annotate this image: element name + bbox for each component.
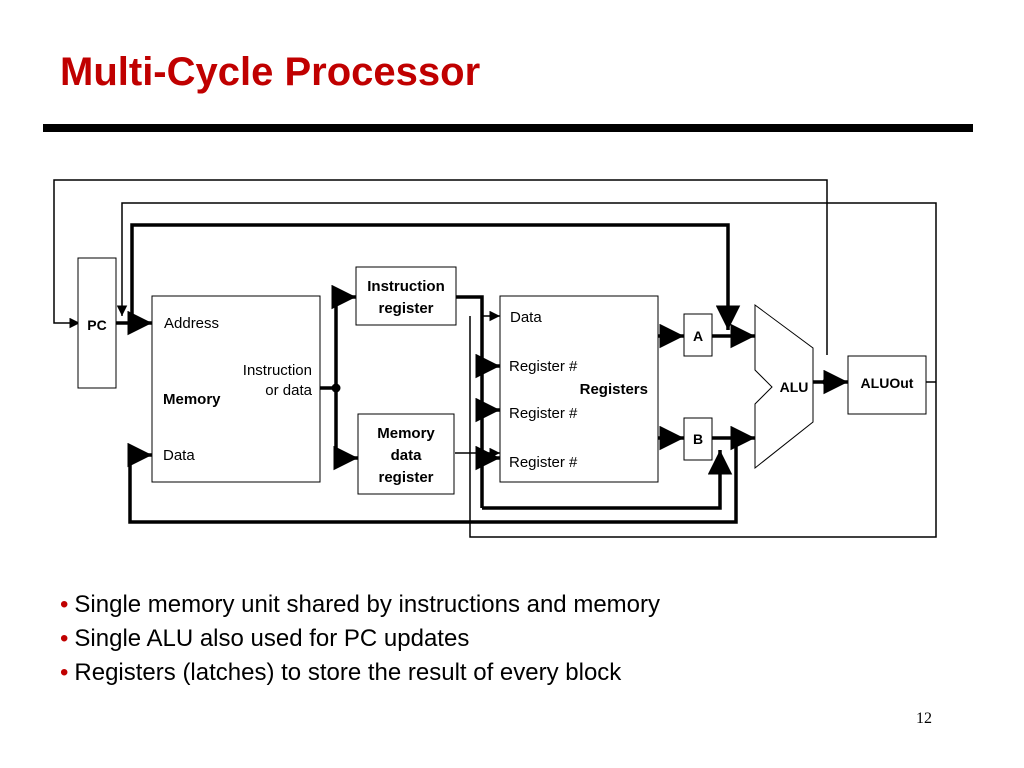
bullet-marker: • bbox=[60, 659, 69, 686]
bullet-text: Single ALU also used for PC updates bbox=[74, 625, 470, 652]
bullet-text: Single memory unit shared by instruction… bbox=[74, 591, 660, 618]
memory-block: Address Instruction or data Memory Data bbox=[151, 295, 321, 483]
registers-name-label: Registers bbox=[580, 381, 648, 398]
a-register: A bbox=[683, 313, 713, 357]
memory-data-label: Data bbox=[163, 447, 195, 464]
aluout-to-registers-wire bbox=[469, 316, 937, 538]
instruction-register-line1: Instruction bbox=[367, 278, 445, 295]
bullet-item: •Single ALU also used for PC updates bbox=[60, 622, 660, 656]
b-register: B bbox=[683, 417, 713, 461]
alu-block: ALU bbox=[754, 304, 814, 470]
registers-reg1-label: Register # bbox=[509, 358, 578, 375]
memory-instruction-label: Instruction bbox=[243, 362, 312, 379]
pc-label: PC bbox=[87, 317, 106, 333]
alu-result-feedback-wire bbox=[116, 202, 937, 385]
b-label: B bbox=[693, 431, 703, 447]
bullet-item: •Single memory unit shared by instructio… bbox=[60, 588, 660, 622]
memory-data-register-line2: data bbox=[391, 447, 423, 464]
a-label: A bbox=[693, 328, 703, 344]
aluout-register: ALUOut bbox=[847, 355, 927, 415]
pc-to-alu-wire bbox=[130, 223, 741, 330]
alu-label: ALU bbox=[780, 379, 809, 395]
instruction-register-block: Instruction register bbox=[355, 266, 457, 326]
slide-title: Multi-Cycle Processor bbox=[60, 50, 481, 94]
instruction-register-line2: register bbox=[378, 300, 433, 317]
memory-data-register-line3: register bbox=[378, 469, 433, 486]
instruction-register-output-wire bbox=[456, 295, 484, 508]
memory-data-register-line1: Memory bbox=[377, 425, 435, 442]
bullet-list: •Single memory unit shared by instructio… bbox=[60, 588, 660, 690]
memory-or-data-label: or data bbox=[265, 382, 312, 399]
aluout-feedback-wire bbox=[53, 179, 828, 355]
aluout-label: ALUOut bbox=[861, 375, 914, 391]
ir-to-alu-wire bbox=[482, 450, 733, 510]
registers-reg2-label: Register # bbox=[509, 405, 578, 422]
junction-dots bbox=[127, 318, 832, 463]
pc-register: PC bbox=[77, 257, 117, 389]
registers-block: Data Register # Registers Register # Reg… bbox=[499, 295, 659, 483]
registers-data-label: Data bbox=[510, 309, 542, 326]
memory-data-register-block: Memory data register bbox=[357, 413, 455, 495]
memory-address-label: Address bbox=[164, 315, 219, 332]
bullet-marker: • bbox=[60, 591, 69, 618]
bullet-marker: • bbox=[60, 625, 69, 652]
registers-reg3-label: Register # bbox=[509, 454, 578, 471]
b-to-memory-data-wire bbox=[127, 438, 738, 524]
bullet-text: Registers (latches) to store the result … bbox=[74, 659, 622, 686]
title-underline bbox=[43, 124, 973, 132]
memory-name-label: Memory bbox=[163, 391, 221, 408]
bullet-item: •Registers (latches) to store the result… bbox=[60, 656, 660, 690]
page-number: 12 bbox=[916, 710, 932, 727]
